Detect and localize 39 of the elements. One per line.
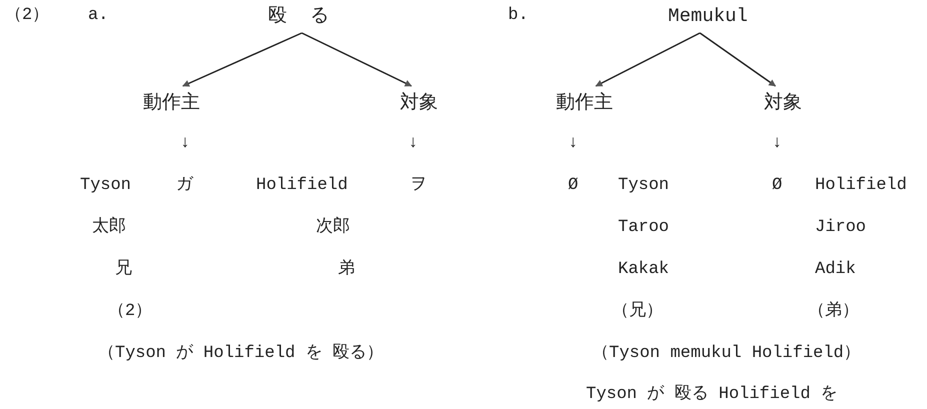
word-label: Adik	[815, 259, 856, 281]
word-label: Holifield	[256, 175, 348, 197]
word-label: b.	[508, 5, 528, 27]
word-label: 太郎	[92, 217, 126, 239]
word-label: 兄	[115, 259, 132, 281]
word-label: （弟）	[808, 301, 859, 323]
word-label: Tyson が 殴る Holifield を	[586, 384, 838, 406]
word-label: Ø	[568, 175, 578, 197]
word-label: Taroo	[618, 217, 670, 239]
concept-label: Memukul	[668, 5, 748, 27]
word-label: Ø	[772, 175, 782, 197]
concept-label: 動作主	[143, 92, 200, 114]
arrow	[182, 32, 302, 87]
word-label: （兄）	[612, 301, 663, 323]
word-label: （Tyson memukul Holifield）	[592, 343, 861, 365]
arrow-symbol: ↓	[568, 133, 578, 155]
concept-label: 対象	[764, 92, 802, 114]
word-label: Jiroo	[815, 217, 866, 239]
arrow-symbol: ↓	[180, 133, 190, 155]
concept-label: 対象	[400, 92, 438, 114]
concept-label: 動作主	[556, 92, 613, 114]
word-label: 弟	[338, 259, 355, 281]
word-label: ヲ	[410, 175, 427, 197]
concept-label: 殴る	[268, 5, 352, 27]
word-label: Tyson	[618, 175, 670, 197]
word-label: a.	[88, 5, 108, 27]
word-label: Holifield	[815, 175, 907, 197]
arrow	[595, 32, 700, 87]
arrow-symbol: ↓	[408, 133, 418, 155]
word-label: Tyson	[80, 175, 132, 197]
arrow	[699, 32, 776, 87]
word-label: （2）	[108, 301, 152, 323]
arrow	[301, 32, 412, 87]
word-label: ガ	[176, 175, 193, 197]
arrow-symbol: ↓	[772, 133, 782, 155]
word-label: （Tyson が Holifield を 殴る）	[98, 343, 384, 365]
word-label: （2）	[5, 5, 50, 27]
word-label: 次郎	[316, 217, 350, 239]
word-label: Kakak	[618, 259, 670, 281]
